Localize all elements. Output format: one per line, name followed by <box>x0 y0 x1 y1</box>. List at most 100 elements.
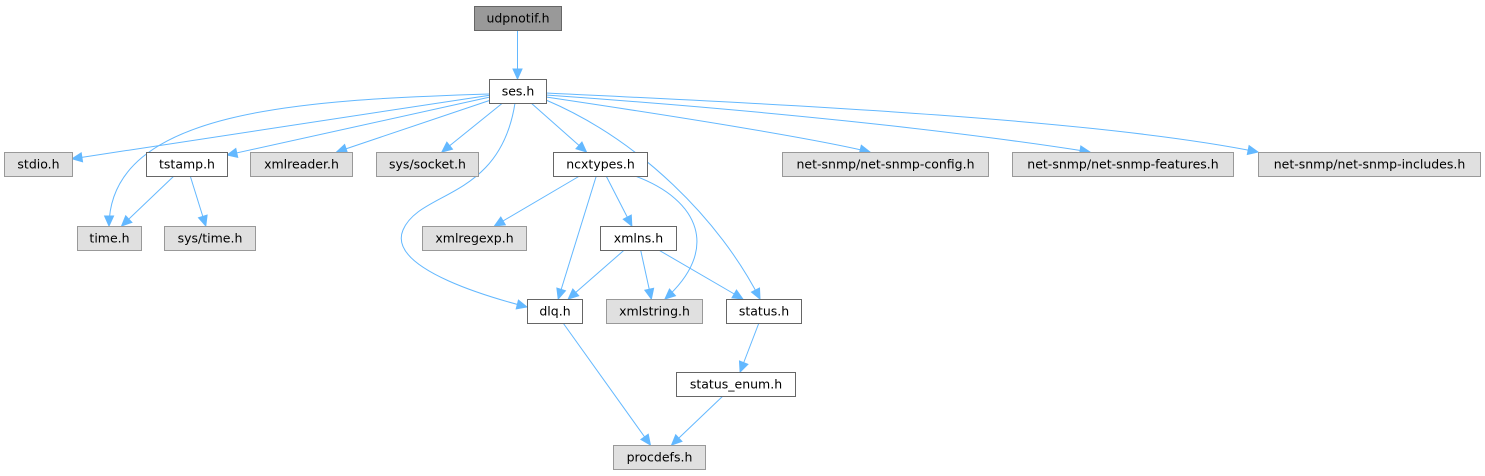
node-label: stdio.h <box>17 157 59 172</box>
node-box <box>250 152 353 177</box>
node-box <box>613 445 706 470</box>
node-ncxtypes[interactable]: ncxtypes.h <box>553 152 648 177</box>
edge-status-to-statusenum <box>738 322 760 374</box>
node-label: sys/time.h <box>178 231 243 246</box>
edge-ncxtypes-to-xmlns <box>605 175 633 228</box>
edge-line <box>545 92 1259 153</box>
arrowhead-icon <box>120 214 133 227</box>
node-box <box>600 226 677 251</box>
node-snmpincludes: net-snmp/net-snmp-includes.h <box>1258 152 1481 177</box>
node-statusenum[interactable]: status_enum.h <box>676 372 796 397</box>
node-box <box>164 226 256 251</box>
node-label: net-snmp/net-snmp-config.h <box>796 157 974 172</box>
node-box <box>489 79 547 104</box>
edge-line <box>545 99 761 300</box>
edge-ses-to-snmpconfig <box>545 96 872 155</box>
edge-tstamp-to-time <box>120 175 175 227</box>
arrowhead-icon <box>335 143 349 154</box>
node-box <box>474 6 562 31</box>
node-label: net-snmp/net-snmp-includes.h <box>1274 157 1466 172</box>
node-label: time.h <box>89 231 129 246</box>
edge-ses-to-time <box>103 93 490 228</box>
edge-line <box>494 175 580 227</box>
edge-line <box>634 175 698 300</box>
edge-line <box>530 102 587 153</box>
node-box <box>606 299 703 324</box>
arrowhead-icon <box>512 68 523 81</box>
node-box <box>527 299 583 324</box>
arrowhead-icon <box>440 141 454 153</box>
arrowhead-icon <box>622 214 633 228</box>
edge-line <box>545 94 1091 153</box>
edge-ses-to-syssocket <box>440 102 503 153</box>
arrowhead-icon <box>567 288 580 300</box>
edge-ses-to-snmpincludes <box>545 92 1260 156</box>
edge-ses-to-tstamp <box>225 96 490 158</box>
edge-line <box>545 96 871 153</box>
arrowhead-icon <box>640 433 652 446</box>
edge-line <box>400 102 528 308</box>
arrowhead-icon <box>643 287 655 301</box>
node-label: dlq.h <box>539 304 570 319</box>
edge-ses-to-snmpfeatures <box>545 94 1092 156</box>
nodes-layer: udpnotif.h ses.h stdio.h tstamp.h xmlreader.… <box>4 6 1481 470</box>
edge-dlq-to-procdefs <box>562 322 652 446</box>
arrowhead-icon <box>225 147 239 158</box>
node-syssocket: sys/socket.h <box>376 152 479 177</box>
node-xmlns[interactable]: xmlns.h <box>600 226 677 251</box>
node-xmlreader: xmlreader.h <box>250 152 353 177</box>
edge-line <box>441 102 503 153</box>
edge-line <box>121 175 175 227</box>
arrowhead-icon <box>1246 144 1260 156</box>
node-box <box>4 152 73 177</box>
node-label: tstamp.h <box>159 157 215 172</box>
node-tstamp[interactable]: tstamp.h <box>146 152 228 177</box>
arrowhead-icon <box>738 360 749 374</box>
node-box <box>146 152 228 177</box>
edge-ses-to-dlq <box>400 102 529 310</box>
edge-ncxtypes-to-dlq <box>556 175 597 301</box>
edge-line <box>108 93 490 227</box>
edge-xmlns-to-dlq <box>567 249 625 300</box>
node-xmlregexp: xmlregexp.h <box>422 226 527 251</box>
node-udpnotif[interactable]: udpnotif.h <box>474 6 562 31</box>
node-time: time.h <box>77 226 142 251</box>
edge-line <box>567 249 625 300</box>
node-box <box>553 152 648 177</box>
arrowhead-icon <box>103 215 115 228</box>
arrowhead-icon <box>575 141 588 153</box>
arrowhead-icon <box>197 214 208 228</box>
arrowhead-icon <box>731 289 744 300</box>
node-dlq[interactable]: dlq.h <box>527 299 583 324</box>
node-label: xmlns.h <box>614 231 663 246</box>
node-box <box>1258 152 1481 177</box>
arrowhead-icon <box>664 288 677 300</box>
edge-statusenum-to-procdefs <box>670 395 724 446</box>
edge-udpnotif-to-ses <box>512 30 523 81</box>
node-box <box>726 299 802 324</box>
edge-ncxtypes-to-xmlregexp <box>493 175 580 227</box>
node-label: ses.h <box>502 84 535 99</box>
edge-xmlns-to-xmlstring <box>640 249 655 301</box>
node-label: ncxtypes.h <box>566 157 635 172</box>
node-status[interactable]: status.h <box>726 299 802 324</box>
node-ses[interactable]: ses.h <box>489 79 547 104</box>
node-label: sys/socket.h <box>389 157 466 172</box>
edge-xmlns-to-status <box>658 249 744 300</box>
edge-ses-to-ncxtypes <box>530 102 588 153</box>
node-procdefs: procdefs.h <box>613 445 706 470</box>
edge-ses-to-xmlreader <box>335 100 490 154</box>
edge-line <box>71 94 490 160</box>
arrowhead-icon <box>493 216 507 227</box>
node-label: procdefs.h <box>627 450 693 465</box>
edge-line <box>562 322 651 446</box>
edge-line <box>336 100 490 153</box>
node-systime: sys/time.h <box>164 226 256 251</box>
node-xmlstring: xmlstring.h <box>606 299 703 324</box>
node-snmpconfig: net-snmp/net-snmp-config.h <box>782 152 989 177</box>
arrowhead-icon <box>556 287 567 301</box>
node-box <box>376 152 479 177</box>
node-snmpfeatures: net-snmp/net-snmp-features.h <box>1012 152 1234 177</box>
arrowhead-icon <box>750 287 761 301</box>
